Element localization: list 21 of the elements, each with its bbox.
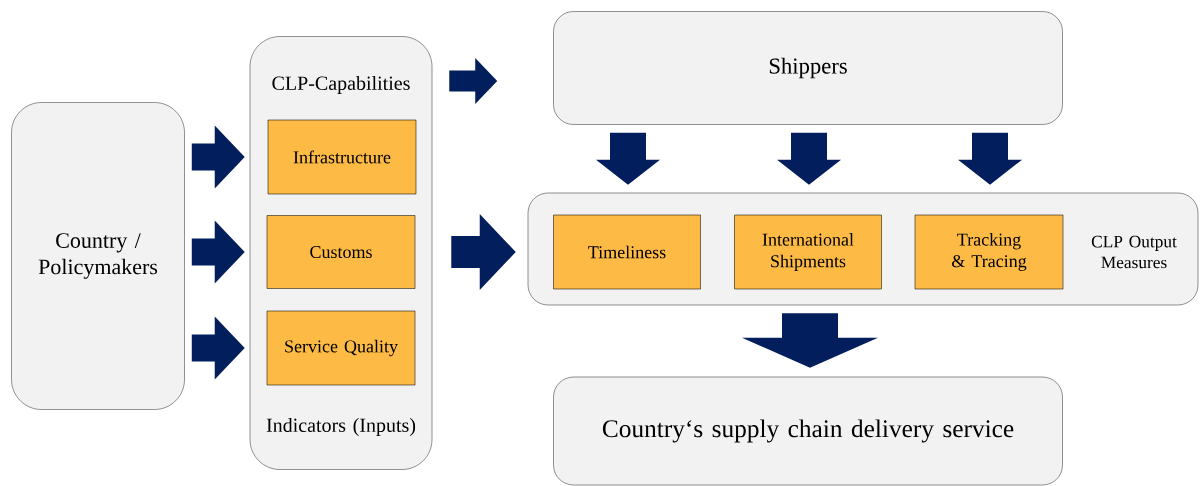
process-box: Shippers xyxy=(553,11,1063,125)
panel-heading: CLP-Capabilities xyxy=(272,75,410,95)
panel-label: CLP Output Measures xyxy=(1091,235,1177,269)
indicator-box: Timeliness xyxy=(553,214,701,290)
block-arrow xyxy=(958,132,1022,185)
indicator-box: Infrastructure xyxy=(267,119,417,195)
block-arrow xyxy=(449,58,498,104)
block-arrow xyxy=(742,313,878,368)
indicator-box: Tracking & Tracing xyxy=(914,214,1064,290)
block-arrow xyxy=(191,220,245,284)
indicator-box: Service Quality xyxy=(266,310,416,386)
block-arrow xyxy=(191,125,245,189)
block-arrow xyxy=(777,132,841,185)
panel-label: Indicators (Inputs) xyxy=(266,417,416,437)
block-arrow xyxy=(596,132,660,185)
block-arrow xyxy=(451,214,516,290)
indicator-box: Customs xyxy=(266,215,416,289)
indicator-box: International Shipments xyxy=(734,214,882,290)
process-box: Country / Policymakers xyxy=(11,102,185,410)
block-arrow xyxy=(191,316,245,380)
process-box: Country‘s supply chain delivery service xyxy=(553,376,1063,486)
